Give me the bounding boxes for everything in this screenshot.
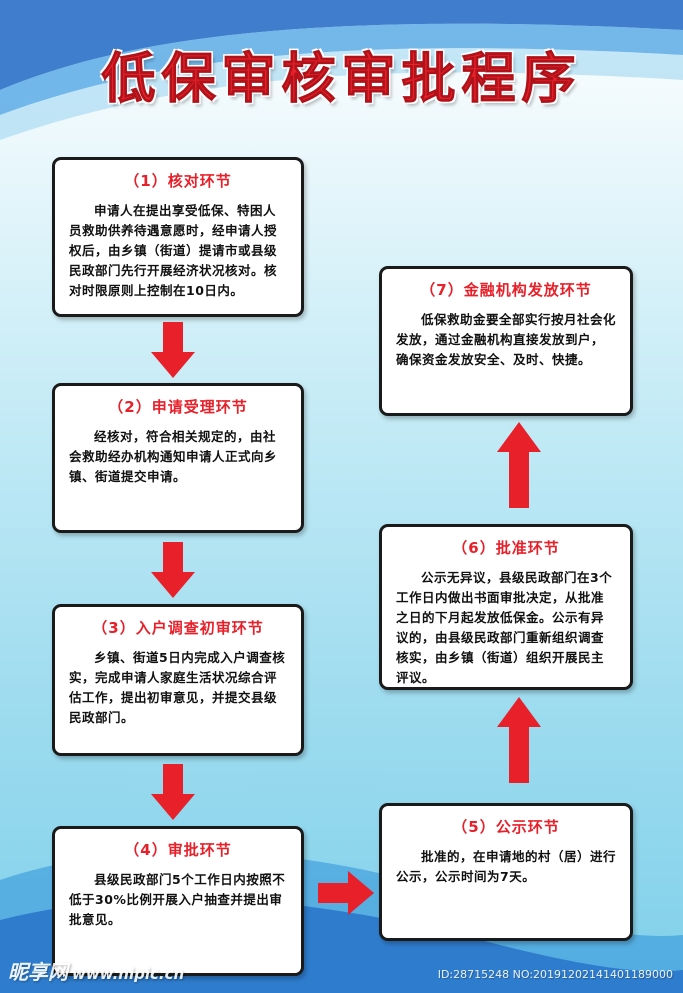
step-3-box: （3）入户调查初审环节 乡镇、街道5日内完成入户调查核实，完成申请人家庭生活状况… <box>52 604 304 756</box>
step-3-body: 乡镇、街道5日内完成入户调查核实，完成申请人家庭生活状况综合评估工作，提出初审意… <box>69 650 286 725</box>
step-7-body: 低保救助金要全部实行按月社会化发放，通过金融机构直接发放到户，确保资金发放安全、… <box>396 312 617 367</box>
step-2-title: （2）申请受理环节 <box>108 398 248 416</box>
step-5-body: 批准的，在申请地的村（居）进行公示，公示时间为7天。 <box>396 849 617 884</box>
step-1-box: （1）核对环节 申请人在提出享受低保、特困人员救助供养待遇意愿时，经申请人授权后… <box>52 157 304 317</box>
step-7-title: （7）金融机构发放环节 <box>420 281 592 299</box>
step-4-box: （4）审批环节 县级民政部门5个工作日内按照不低于30%比例开展入户抽查并提出审… <box>52 826 304 976</box>
arrow-down-3-to-4 <box>151 764 195 820</box>
watermark-logo-text: 昵享网 <box>8 960 68 984</box>
watermark-url: www.nipic.cn <box>72 965 185 983</box>
step-6-title: （6）批准环节 <box>452 539 560 557</box>
step-4-body: 县级民政部门5个工作日内按照不低于30%比例开展入户抽查并提出审批意见。 <box>69 872 286 927</box>
step-5-title: （5）公示环节 <box>452 818 560 836</box>
step-7-box: （7）金融机构发放环节 低保救助金要全部实行按月社会化发放，通过金融机构直接发放… <box>379 266 633 416</box>
arrow-right-4-to-5 <box>318 871 374 915</box>
page-title: 低保审核审批程序 <box>101 47 582 111</box>
step-6-box: （6）批准环节 公示无异议，县级民政部门在3个工作日内做出书面审批决定，从批准之… <box>379 524 633 690</box>
step-5-box: （5）公示环节 批准的，在申请地的村（居）进行公示，公示时间为7天。 <box>379 803 633 941</box>
arrow-up-6-to-7 <box>497 422 541 508</box>
step-1-body: 申请人在提出享受低保、特困人员救助供养待遇意愿时，经申请人授权后，由乡镇（街道）… <box>69 203 278 298</box>
step-3-title: （3）入户调查初审环节 <box>92 619 264 637</box>
step-6-body: 公示无异议，县级民政部门在3个工作日内做出书面审批决定，从批准之日的下月起发放低… <box>396 570 613 685</box>
step-2-box: （2）申请受理环节 经核对，符合相关规定的，由社会救助经办机构通知申请人正式向乡… <box>52 383 304 533</box>
step-4-title: （4）审批环节 <box>124 841 232 859</box>
step-2-body: 经核对，符合相关规定的，由社会救助经办机构通知申请人正式向乡镇、街道提交申请。 <box>69 429 278 484</box>
arrow-down-1-to-2 <box>151 322 195 378</box>
arrow-down-2-to-3 <box>151 542 195 598</box>
arrow-up-5-to-6 <box>497 697 541 783</box>
watermark-id: ID:28715248 NO:20191202141401189000 <box>437 968 673 981</box>
step-1-title: （1）核对环节 <box>124 172 232 190</box>
